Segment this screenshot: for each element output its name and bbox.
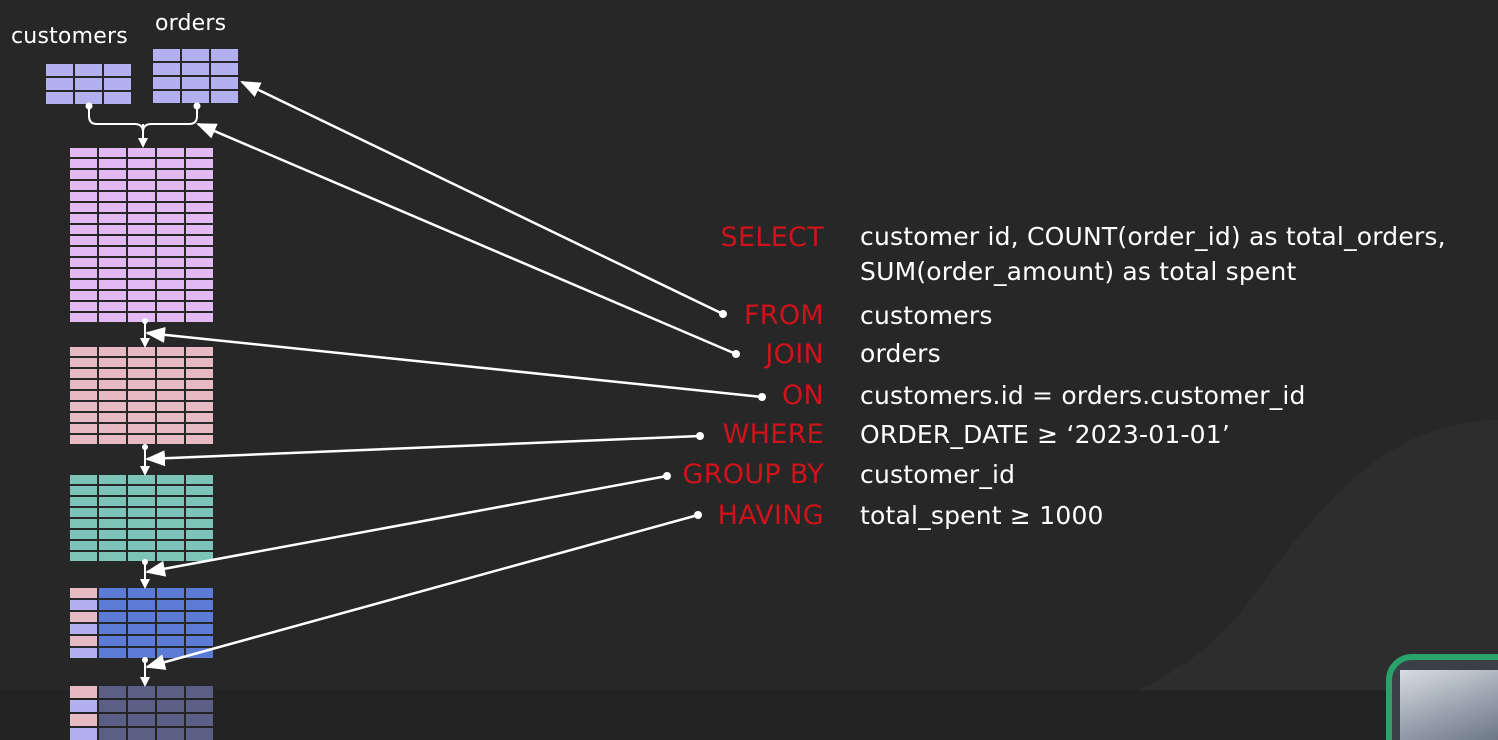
clause-group-by: customer_id bbox=[860, 460, 1016, 489]
orders-table-grid bbox=[153, 49, 238, 103]
having-arrow bbox=[145, 511, 702, 670]
step-arrow bbox=[140, 657, 150, 687]
keyword-select: SELECT bbox=[720, 222, 824, 253]
where-arrow bbox=[145, 432, 704, 467]
clause-where: ORDER_DATE ≥ ‘2023-01-01’ bbox=[860, 420, 1231, 449]
group-by-arrow bbox=[145, 472, 671, 577]
keyword-where: WHERE bbox=[722, 419, 824, 450]
clause-from: customers bbox=[860, 301, 993, 330]
keyword-from: FROM bbox=[743, 300, 824, 331]
on-result-table-grid bbox=[70, 347, 213, 444]
customers-table-grid bbox=[46, 64, 131, 104]
step-arrow bbox=[140, 559, 150, 589]
keyword-join: JOIN bbox=[765, 339, 824, 370]
group-result-table-grid bbox=[70, 588, 213, 658]
keyword-on: ON bbox=[781, 380, 824, 411]
clause-select-line1: customer id, COUNT(order_id) as total_or… bbox=[860, 222, 1446, 251]
joined-table-grid bbox=[70, 148, 213, 322]
step-arrow bbox=[140, 318, 150, 348]
orders-table-label: orders bbox=[155, 11, 227, 36]
clause-arrows bbox=[145, 80, 766, 670]
from-arrow bbox=[240, 80, 727, 318]
clause-join: orders bbox=[860, 339, 941, 368]
webcam-feed bbox=[1400, 670, 1498, 740]
having-result-table-grid bbox=[70, 686, 213, 740]
customers-table-label: customers bbox=[11, 24, 128, 49]
where-result-table-grid bbox=[70, 475, 213, 561]
join-bracket bbox=[85, 102, 201, 148]
table-grids bbox=[46, 49, 238, 740]
presenter-webcam bbox=[1386, 654, 1498, 740]
keyword-having: HAVING bbox=[717, 500, 824, 531]
clause-select-line2: SUM(order_amount) as total spent bbox=[860, 257, 1297, 286]
step-arrow bbox=[140, 444, 150, 476]
join-arrow bbox=[196, 122, 740, 358]
keyword-group-by: GROUP BY bbox=[682, 459, 824, 490]
on-arrow bbox=[145, 326, 766, 401]
clause-on: customers.id = orders.customer_id bbox=[860, 381, 1306, 410]
clause-having: total_spent ≥ 1000 bbox=[860, 501, 1104, 530]
